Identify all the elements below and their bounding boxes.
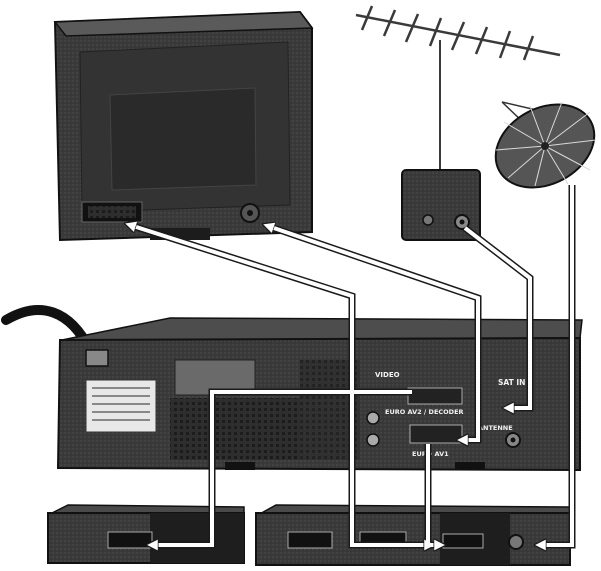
vcr-top bbox=[61, 317, 583, 341]
satellite-receiver bbox=[401, 169, 481, 241]
cable-vcr-av1-to-tuner bbox=[426, 444, 440, 545]
antenna-element-7 bbox=[498, 30, 512, 59]
cable-receiver-to-vcr-sat-in bbox=[463, 226, 532, 408]
dish-ribs bbox=[495, 101, 597, 187]
tv-top-edge bbox=[53, 11, 314, 37]
vcr-foot-left bbox=[225, 462, 255, 470]
cable-dish-to-tuner bbox=[540, 185, 574, 545]
satellite-dish bbox=[494, 101, 597, 189]
antenna-element-4 bbox=[428, 17, 443, 47]
antenna-element-1 bbox=[360, 5, 374, 31]
vcr-scart-av2-decoder[interactable] bbox=[407, 387, 463, 405]
cable-vcr-antenna-loop bbox=[462, 400, 480, 440]
vcr-label-plate-lines bbox=[92, 387, 150, 421]
vcr-power-socket[interactable] bbox=[85, 349, 109, 367]
vcr-ventilation-grid bbox=[170, 398, 300, 460]
television bbox=[53, 10, 314, 242]
cable-vcr-to-tv-scart bbox=[130, 225, 354, 310]
vcr-label-video: VIDEO bbox=[375, 371, 400, 379]
decoder-side-panel bbox=[150, 513, 244, 563]
tuner-scart-socket-3[interactable] bbox=[442, 533, 484, 549]
satellite-tuner-unit bbox=[255, 504, 571, 566]
antenna-element-3 bbox=[404, 13, 420, 43]
vcr-video-socket-2[interactable] bbox=[366, 433, 380, 447]
cable-vcr-antenna-to-tv bbox=[268, 226, 480, 400]
antenna-element-2 bbox=[382, 9, 397, 37]
vcr-scart-av1[interactable] bbox=[409, 424, 463, 444]
vcr-label-antenna: ANTENNE bbox=[478, 424, 513, 432]
cables bbox=[130, 185, 574, 545]
receiver-output-core bbox=[459, 219, 465, 225]
cable-vcr-av2-to-decoder bbox=[152, 390, 412, 545]
video-recorder: VIDEO EURO AV2 / DECODER EURO AV1 SAT IN… bbox=[56, 317, 583, 472]
vcr-label-av2-decoder: EURO AV2 / DECODER bbox=[385, 408, 464, 416]
tv-antenna-socket-core bbox=[247, 210, 253, 216]
antenna-element-5 bbox=[450, 21, 466, 51]
receiver-input-socket[interactable] bbox=[422, 214, 434, 226]
tuner-antenna-socket[interactable] bbox=[508, 534, 524, 550]
decoder-scart-socket[interactable] bbox=[107, 531, 153, 549]
tuner-scart-socket-1[interactable] bbox=[287, 531, 333, 549]
antenna-element-8 bbox=[522, 35, 535, 61]
vcr-video-socket-1[interactable] bbox=[366, 411, 380, 425]
vcr-antenna-socket-core bbox=[510, 437, 516, 443]
tv-back-recess bbox=[109, 87, 257, 191]
antenna-element-6 bbox=[474, 26, 489, 55]
vcr-label-sat-in: SAT IN bbox=[498, 378, 525, 387]
tv-scart-pins bbox=[88, 206, 136, 218]
vcr-foot-right bbox=[455, 462, 485, 470]
dish-hub bbox=[541, 142, 549, 150]
roof-antenna bbox=[355, 5, 561, 170]
cable-vcr-to-tuner-scart bbox=[350, 310, 430, 545]
